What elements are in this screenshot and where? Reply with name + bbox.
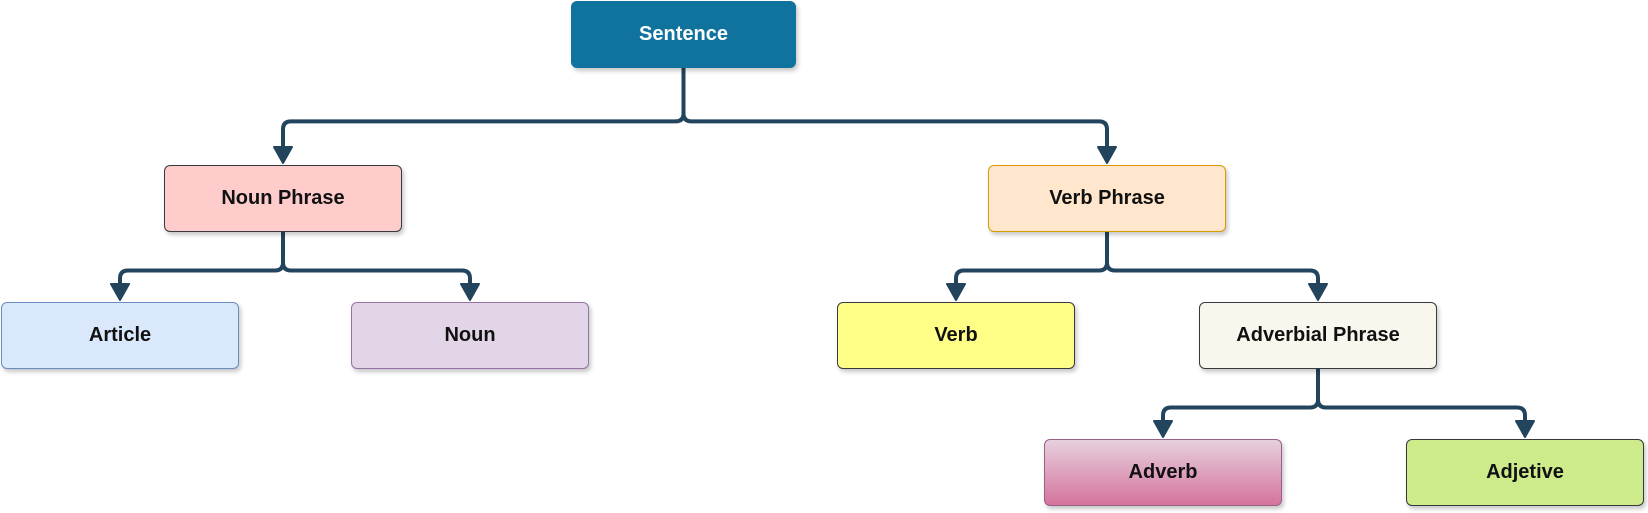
node-label: Adjetive [1486,461,1564,483]
arrowhead-verb [946,283,966,301]
node-label: Article [88,324,152,346]
node-label: Noun Phrase [221,187,345,209]
connector-noun_phrase-to-noun [281,230,472,290]
connector-adverbial_phrase-to-adverb [1161,367,1320,427]
connector-noun_phrase-to-article [118,230,285,290]
arrowhead-verb_phrase [1097,146,1117,164]
node-verb-phrase[interactable]: Verb Phrase [988,165,1226,232]
arrowhead-adverbial_phrase [1308,283,1328,301]
connector-sentence-to-verb_phrase [681,66,1109,153]
arrowhead-adjective [1515,420,1535,438]
node-adverbial-phrase[interactable]: Adverbial Phrase [1199,302,1437,369]
arrowhead-noun [460,283,480,301]
node-label: Verb [934,324,978,346]
node-label: Noun [444,324,496,346]
node-adverb[interactable]: Adverb [1044,439,1282,506]
node-verb[interactable]: Verb [837,302,1075,369]
node-label: Adverb [1128,461,1198,483]
arrowhead-noun_phrase [273,146,293,164]
connector-verb_phrase-to-verb [954,230,1109,290]
node-article[interactable]: Article [1,302,239,369]
connector-adverbial_phrase-to-adjective [1316,367,1527,427]
connector-verb_phrase-to-adverbial_phrase [1105,230,1320,290]
node-noun[interactable]: Noun [351,302,589,369]
arrowhead-adverb [1153,420,1173,438]
node-sentence[interactable]: Sentence [571,1,796,68]
node-label: Sentence [639,23,728,45]
connector-sentence-to-noun_phrase [281,66,686,153]
node-adjective[interactable]: Adjetive [1406,439,1644,506]
node-noun-phrase[interactable]: Noun Phrase [164,165,402,232]
node-label: Adverbial Phrase [1236,324,1400,346]
arrowhead-article [110,283,130,301]
node-label: Verb Phrase [1049,187,1165,209]
